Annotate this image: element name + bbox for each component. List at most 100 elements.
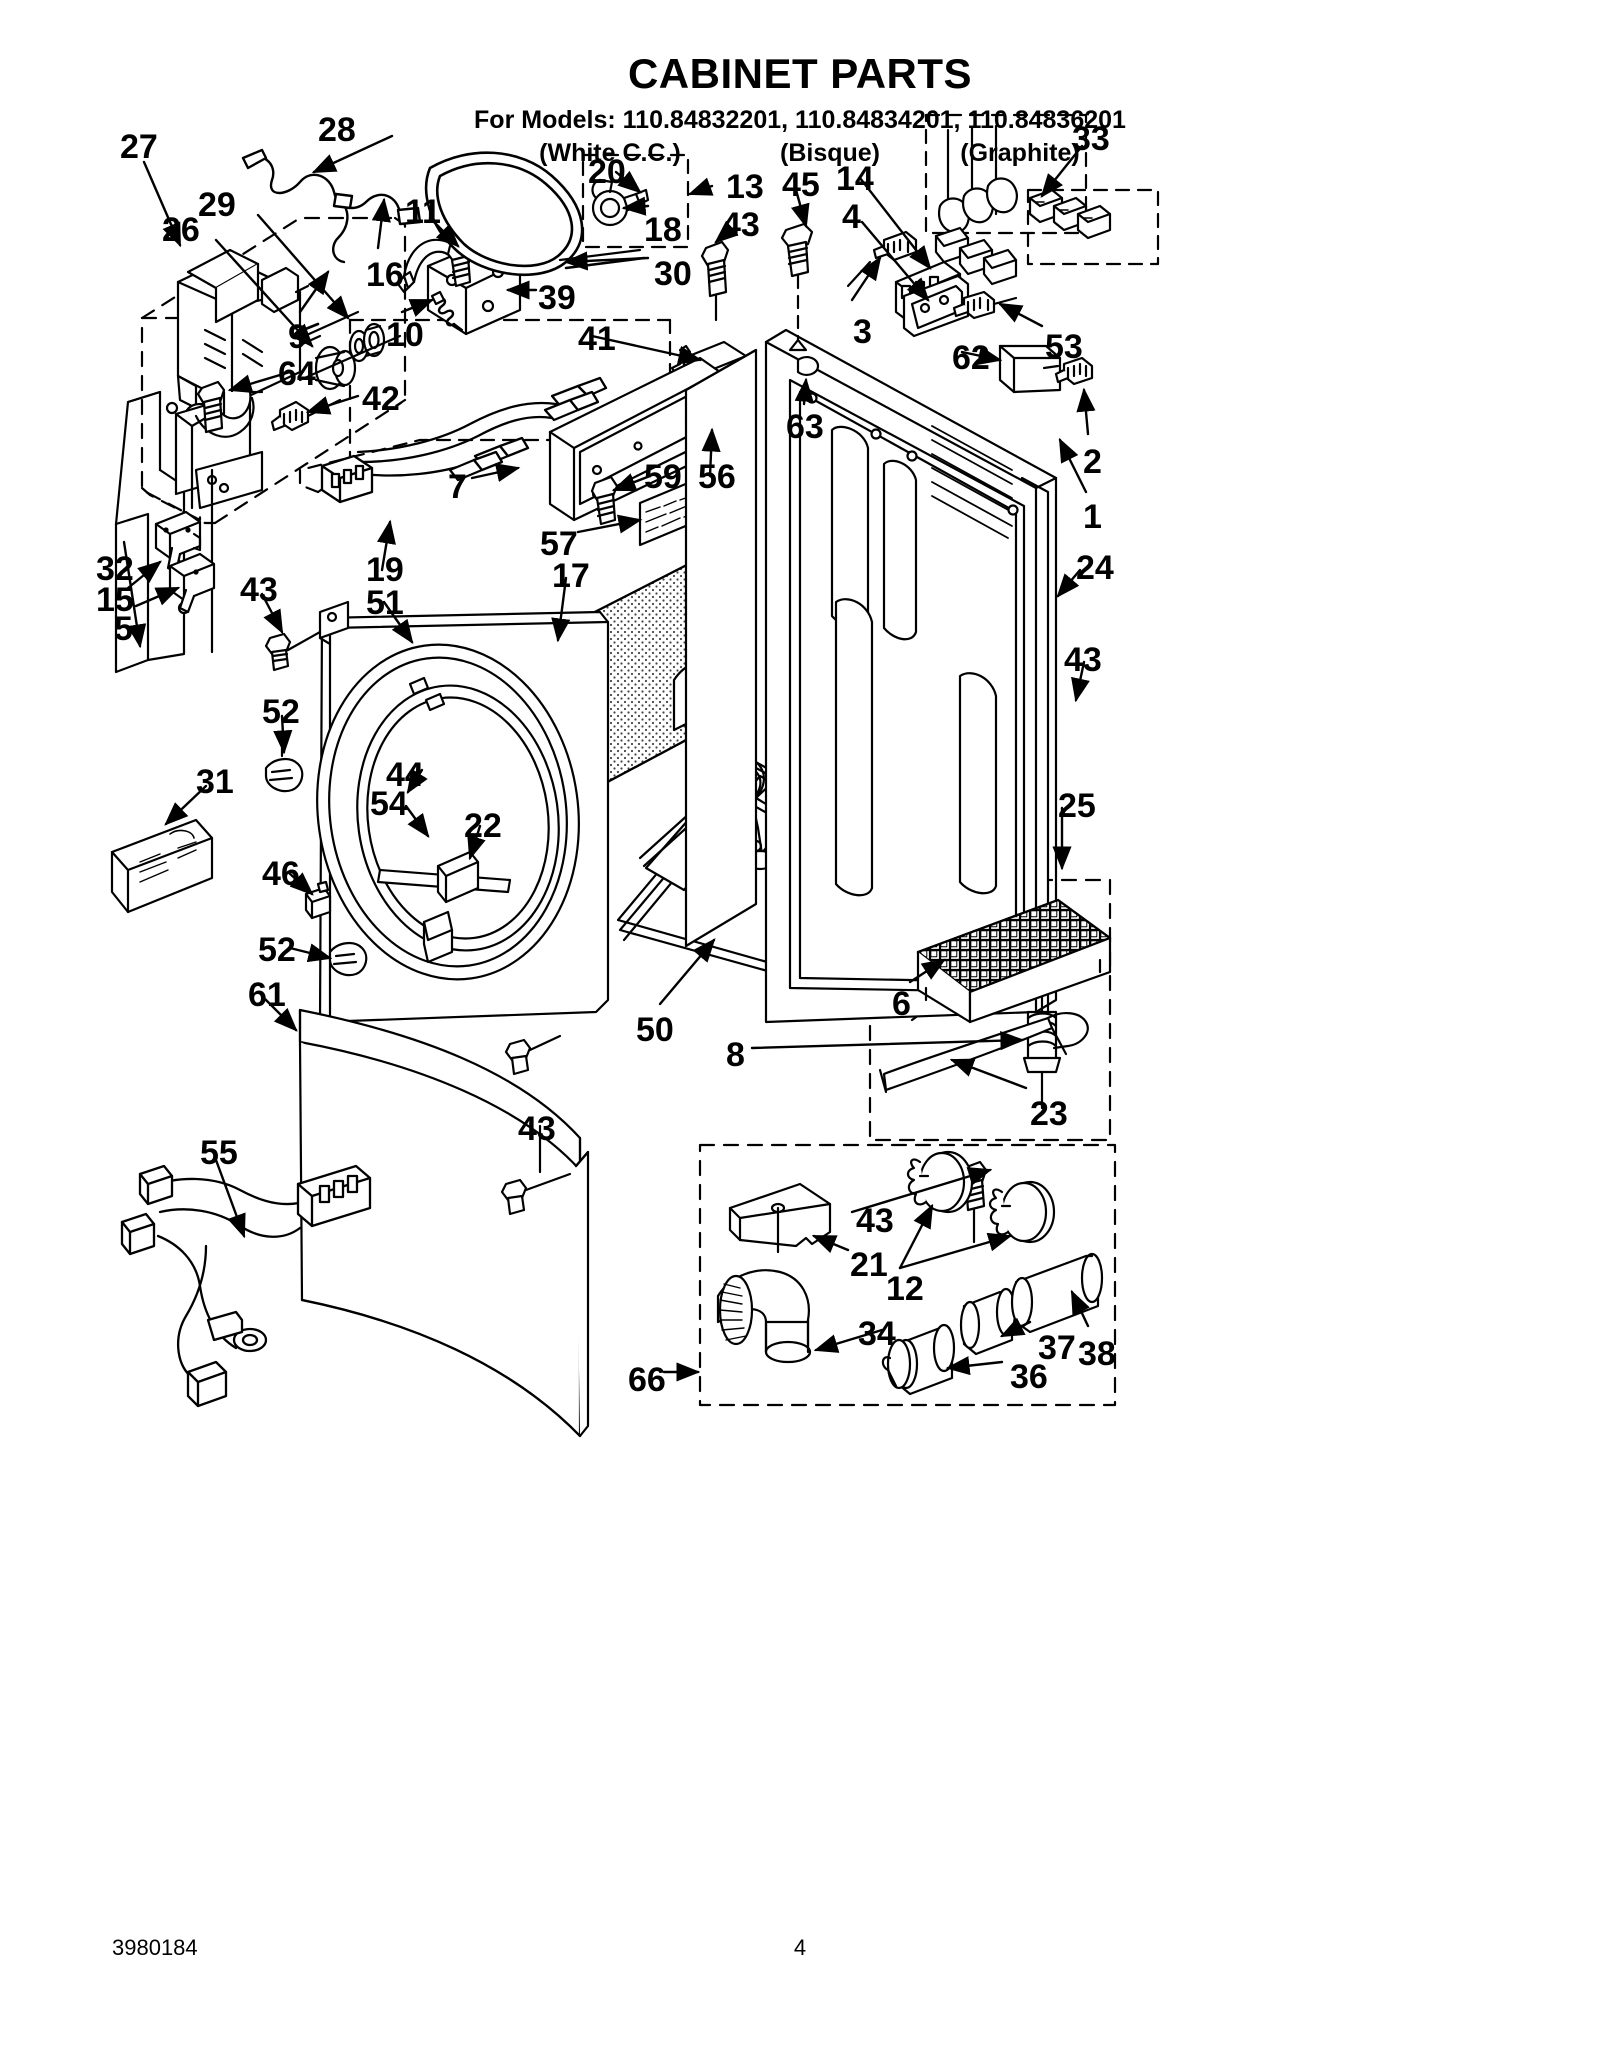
callout-20: 20: [588, 153, 626, 191]
lint-screen: [110, 818, 214, 914]
models-line: For Models: 110.84832201, 110.84834201, …: [474, 106, 1126, 135]
callout-62: 62: [952, 339, 990, 377]
callout-50: 50: [636, 1011, 674, 1049]
callout-41: 41: [578, 320, 616, 358]
page-title: CABINET PARTS: [627, 50, 973, 97]
dashed-group-powercord: [924, 113, 1160, 266]
cabinet-top-screw: [780, 222, 814, 352]
callout-3: 3: [853, 313, 872, 351]
door-catch-upper: [264, 746, 304, 793]
dashed-group-idler: [581, 153, 690, 249]
callout-52-b: 52: [258, 931, 296, 969]
callout-16: 16: [366, 256, 404, 294]
access-cover: [998, 344, 1094, 394]
callout-38: 38: [1078, 1335, 1116, 1373]
callout-44: 44: [386, 756, 424, 794]
motor-relay: [168, 552, 216, 614]
callout-53: 53: [1045, 328, 1083, 366]
callout-13: 13: [726, 168, 764, 206]
callout-23: 23: [1030, 1095, 1068, 1133]
front-panel: [316, 610, 610, 1024]
callout-64: 64: [278, 355, 316, 393]
hex-screw-toe-1: [504, 1034, 562, 1076]
callout-56: 56: [698, 458, 736, 496]
callout-42: 42: [362, 380, 400, 418]
callout-18: 18: [644, 211, 682, 249]
callout-59: 59: [644, 458, 682, 496]
hex-screw-front-panel: [264, 630, 322, 672]
callout-24: 24: [1076, 549, 1114, 587]
door-hinge-clip: [304, 880, 332, 920]
callout-22: 22: [464, 807, 502, 845]
callout-43-b: 43: [240, 571, 278, 609]
motor-switch: [154, 510, 202, 574]
callout-9: 9: [288, 318, 307, 356]
callout-8: 8: [726, 1036, 745, 1074]
callout-39: 39: [538, 279, 576, 317]
color-bisque-label: (Bisque): [780, 139, 880, 168]
cabinet-assembly: [684, 328, 1062, 1110]
color-variants-line: (White C.C.) (Bisque) (Graphite): [0, 139, 1600, 168]
callout-12: 12: [886, 1270, 924, 1308]
hex-screw-toe-2: [500, 1172, 572, 1216]
callout-21: 21: [850, 1246, 888, 1284]
callout-46: 46: [262, 855, 300, 893]
dashed-group-ventkit: [698, 1143, 1117, 1407]
callout-45: 45: [782, 166, 820, 204]
callout-5: 5: [114, 610, 133, 648]
callout-57: 57: [540, 525, 578, 563]
callout-30: 30: [654, 255, 692, 293]
vent-elbow: [716, 1269, 812, 1364]
callout-61: 61: [248, 976, 286, 1014]
front-panel-bracket: [318, 600, 350, 646]
callout-43-d: 43: [518, 1110, 556, 1148]
callout-54: 54: [370, 785, 408, 823]
callout-4: 4: [842, 198, 861, 236]
motor-mount-bracket: [114, 380, 342, 674]
callout-43-c: 43: [1064, 641, 1102, 679]
callout-15: 15: [96, 581, 134, 619]
callout-55: 55: [200, 1134, 238, 1172]
main-wire-harness: [120, 1164, 372, 1408]
page-number: 4: [793, 1935, 807, 1960]
vent-coupler: [959, 1287, 1017, 1356]
color-white-label: (White C.C.): [539, 139, 681, 168]
color-graphite-label: (Graphite): [960, 139, 1080, 168]
wire-harness-main: [320, 376, 608, 504]
callout-29: 29: [198, 186, 236, 224]
callout-7: 7: [448, 468, 467, 506]
callout-34: 34: [858, 1315, 896, 1353]
callout-51: 51: [366, 584, 404, 622]
vent-clamp: [881, 1323, 956, 1396]
callout-1: 1: [1083, 498, 1102, 536]
callout-43-e: 43: [856, 1202, 894, 1240]
vent-duct: [1010, 1252, 1104, 1334]
toe-panel: [298, 1008, 590, 1438]
callout-14: 14: [836, 160, 874, 198]
wire-harness-upper: [241, 148, 422, 264]
motor-assembly: [176, 248, 360, 426]
vent-caps: [906, 1150, 1056, 1244]
page-header: CABINET PARTS For Models: 110.84832201, …: [0, 50, 1600, 168]
callout-33: 33: [1072, 120, 1110, 158]
callout-52-a: 52: [262, 693, 300, 731]
dashed-group-base-heater: [868, 878, 1112, 1142]
callout-63: 63: [786, 408, 824, 446]
callout-66: 66: [628, 1361, 666, 1399]
motor-pulley: [314, 345, 357, 391]
callout-10: 10: [386, 316, 424, 354]
vent-cover-plate: [728, 1182, 832, 1254]
callout-25: 25: [1058, 787, 1096, 825]
callout-43-a: 43: [722, 206, 760, 244]
motor-shaft-line: [298, 334, 402, 382]
document-number: 3980184: [112, 1935, 198, 1960]
callout-11: 11: [405, 193, 441, 231]
callout-37: 37: [1038, 1329, 1076, 1367]
callout-19: 19: [366, 551, 404, 589]
motor-pulley-washer: [348, 322, 386, 363]
hex-screw-top: [700, 240, 730, 322]
callout-leaders: [122, 134, 1096, 1382]
power-cord-group: [934, 124, 1112, 286]
